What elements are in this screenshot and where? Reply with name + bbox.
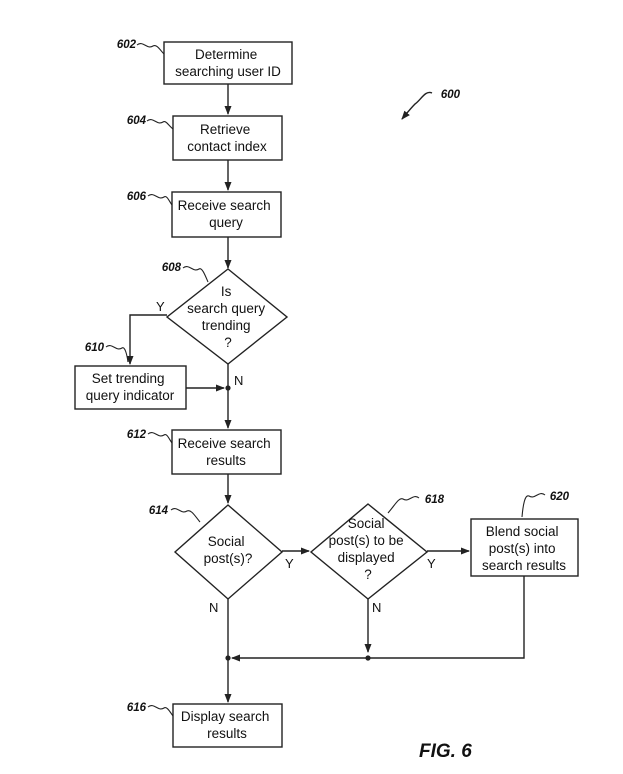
ref-leader-602 (136, 43, 165, 55)
ref-leader-614 (170, 508, 201, 523)
ref-label-612: 612 (127, 429, 147, 441)
step-606-box (171, 191, 282, 238)
ref-label-620: 620 (550, 491, 570, 503)
junction-dot (225, 655, 231, 661)
ref-leader-620 (521, 493, 546, 518)
step-602-box (163, 41, 293, 85)
decision-618-text: Social post(s) to be displayed ? (329, 516, 408, 582)
step-610-box (74, 365, 187, 410)
branch-label-618-yes: Y (427, 556, 436, 571)
ref-label-602: 602 (117, 39, 137, 51)
decision-618-diamond (309, 503, 429, 600)
connector-608-yes-610 (126, 314, 167, 365)
step-604-text: Retrieve contact index (187, 122, 267, 154)
ref-leader-604 (146, 119, 174, 130)
ref-leader-610 (105, 345, 129, 363)
decision-614-text: Social post(s)? (204, 534, 253, 566)
step-620-text: Blend social post(s) into search results (482, 524, 566, 573)
step-612-box (171, 429, 282, 475)
ref-leader-612 (147, 432, 173, 444)
step-612-text: Receive search results (178, 436, 275, 468)
step-604-box (172, 115, 283, 161)
ref-label-606: 606 (127, 191, 147, 203)
step-610-text: Set trending query indicator (86, 371, 175, 403)
step-606-text: Receive search query (178, 198, 275, 230)
branch-label-614-no: N (209, 600, 218, 615)
branch-label-614-yes: Y (285, 556, 294, 571)
branch-label-608-yes: Y (156, 299, 165, 314)
ref-leader-616 (147, 705, 174, 717)
branch-label-608-no: N (234, 373, 243, 388)
ref-label-616: 616 (127, 702, 147, 714)
decision-614-diamond (173, 504, 284, 600)
ref-label-608: 608 (162, 262, 182, 274)
ref-label-604: 604 (127, 115, 147, 127)
connector-620-return (231, 576, 525, 662)
ref-leader-618 (387, 496, 420, 514)
diagram-ref-arrow (401, 91, 433, 120)
step-616-box (172, 703, 283, 748)
ref-leader-608 (182, 266, 209, 283)
step-616-text: Display search results (181, 709, 273, 741)
ref-label-614: 614 (149, 505, 169, 517)
ref-label-618: 618 (425, 494, 445, 506)
figure-label: FIG. 6 (419, 741, 472, 762)
step-620-box (470, 518, 579, 577)
junction-dot (225, 385, 231, 391)
decision-608-diamond (165, 268, 289, 365)
step-602-text: Determine searching user ID (175, 47, 281, 79)
ref-label-610: 610 (85, 342, 105, 354)
junction-dot (365, 655, 371, 661)
branch-label-618-no: N (372, 600, 381, 615)
ref-leader-606 (147, 194, 173, 206)
diagram-ref-label: 600 (441, 89, 461, 101)
decision-608-text: Is search query trending ? (187, 284, 269, 350)
